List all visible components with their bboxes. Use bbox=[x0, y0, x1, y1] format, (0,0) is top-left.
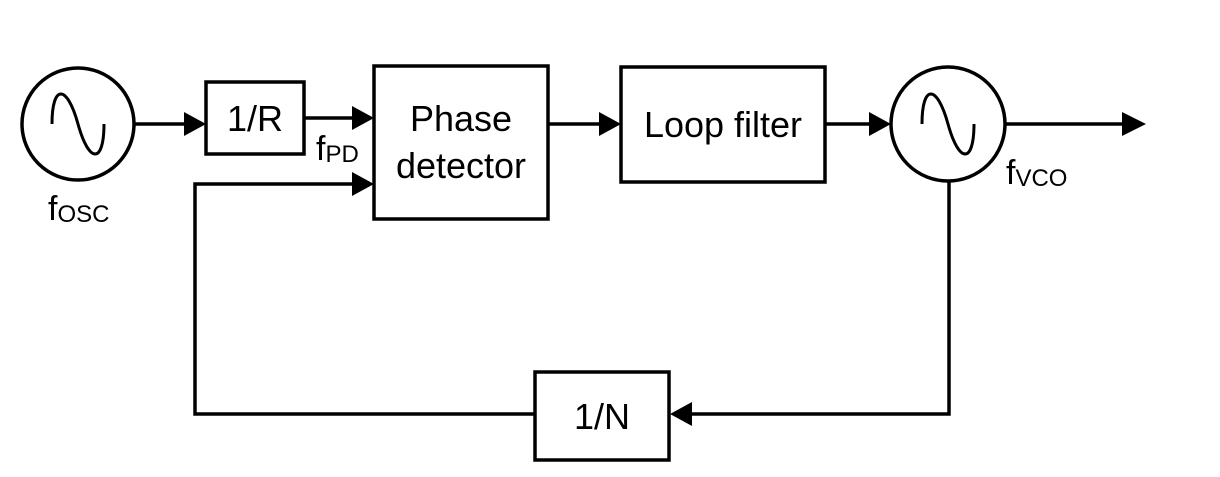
vco-oscillator bbox=[889, 65, 1007, 183]
feedback-divider-box bbox=[533, 370, 671, 462]
phase-detector-label-line1: Phase bbox=[410, 98, 512, 139]
reference-divider-block: 1/R bbox=[204, 80, 306, 156]
phase-detector-label-line2: detector bbox=[396, 145, 526, 186]
pd-frequency-label: fPD bbox=[316, 130, 359, 168]
vco-frequency-label: fVCO bbox=[1006, 154, 1067, 192]
arrowhead-output bbox=[1122, 112, 1146, 136]
reference-oscillator bbox=[20, 66, 136, 182]
arrowhead-phase-detector-feedback-input bbox=[352, 172, 374, 196]
osc-frequency-label: fOSC bbox=[48, 190, 109, 228]
arrowhead-loop-filter-input bbox=[599, 112, 621, 136]
sine-wave-icon bbox=[50, 92, 106, 156]
reference-divider-label: 1/R bbox=[227, 98, 283, 139]
wire-feedback-divider-to-phase-detector bbox=[193, 182, 535, 416]
arrowhead-phase-detector-reference-input bbox=[352, 106, 374, 130]
arrowhead-feedback-divider-input bbox=[670, 402, 692, 426]
loop-filter-label: Loop filter bbox=[644, 104, 802, 145]
arrowhead-reference-divider-input bbox=[184, 112, 206, 136]
feedback-divider-block: 1/N bbox=[533, 370, 671, 462]
feedback-divider-label: 1/N bbox=[574, 396, 630, 437]
phase-detector-block: Phase detector bbox=[372, 64, 550, 221]
loop-filter-box bbox=[619, 65, 827, 184]
phase-detector-box bbox=[372, 64, 550, 221]
sine-wave-icon bbox=[920, 92, 976, 156]
wire-vco-to-feedback-divider bbox=[690, 181, 951, 416]
arrowhead-vco-input bbox=[869, 112, 891, 136]
loop-filter-block: Loop filter bbox=[619, 65, 827, 184]
